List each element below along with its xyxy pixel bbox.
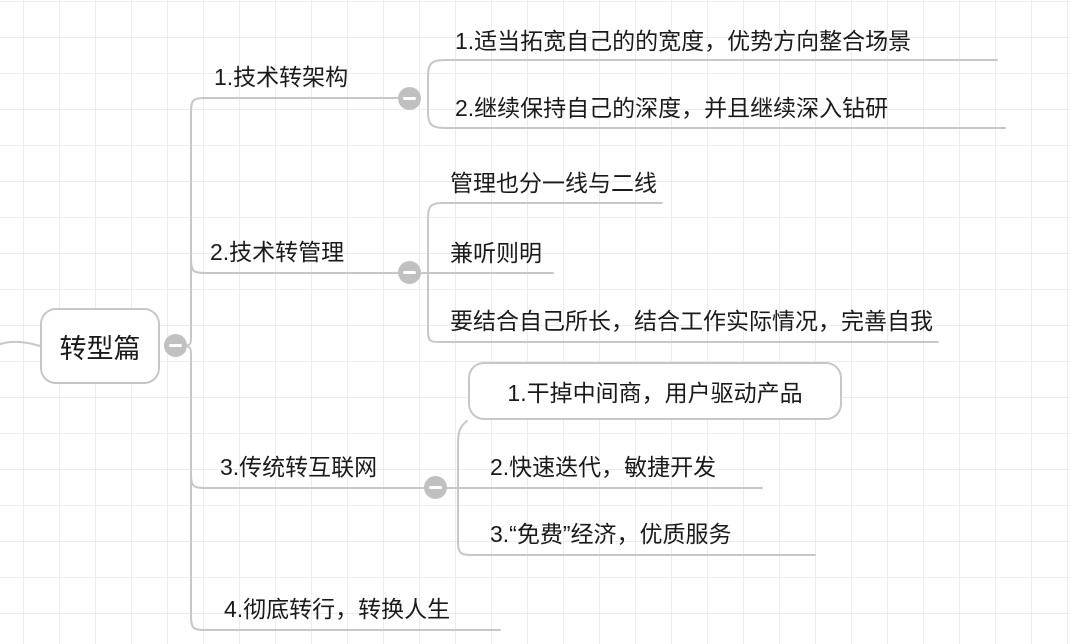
topic-branch-3-child-1[interactable]: 1.干掉中间商，用户驱动产品 <box>468 362 842 420</box>
minus-icon <box>403 97 416 100</box>
minus-icon <box>429 486 442 489</box>
topic-branch-3-child-2[interactable]: 2.快速迭代，敏捷开发 <box>490 454 717 480</box>
topic-branch-1-child-1[interactable]: 1.适当拓宽自己的的宽度，优势方向整合场景 <box>455 28 912 54</box>
topic-branch-4[interactable]: 4.彻底转行，转换人生 <box>224 596 451 622</box>
branch-4-connector <box>187 346 501 631</box>
collapse-button-root[interactable] <box>164 334 187 357</box>
collapse-button-branch-2[interactable] <box>398 261 421 284</box>
topic-branch-2[interactable]: 2.技术转管理 <box>210 239 345 265</box>
topic-branch-2-child-3[interactable]: 要结合自己所长，结合工作实际情况，完善自我 <box>450 308 933 334</box>
minus-icon <box>169 344 182 347</box>
topic-branch-3-child-1-label: 1.干掉中间商，用户驱动产品 <box>507 380 803 406</box>
collapse-button-branch-1[interactable] <box>398 87 421 110</box>
branch-1-connector <box>187 97 401 346</box>
topic-branch-3[interactable]: 3.传统转互联网 <box>220 454 378 480</box>
topic-branch-2-child-1[interactable]: 管理也分一线与二线 <box>450 170 657 196</box>
minus-icon <box>403 271 416 274</box>
topic-branch-1-child-2[interactable]: 2.继续保持自己的深度，并且继续深入钻研 <box>455 95 889 121</box>
collapse-button-branch-3[interactable] <box>424 476 447 499</box>
topic-root[interactable]: 转型篇 <box>40 308 160 384</box>
topic-branch-3-child-3[interactable]: 3.“免费”经济，优质服务 <box>490 521 732 547</box>
topic-branch-1[interactable]: 1.技术转架构 <box>214 64 349 90</box>
topic-root-label: 转型篇 <box>59 333 141 364</box>
topic-branch-2-child-2[interactable]: 兼听则明 <box>450 240 542 266</box>
root-parent-connector <box>0 340 41 347</box>
